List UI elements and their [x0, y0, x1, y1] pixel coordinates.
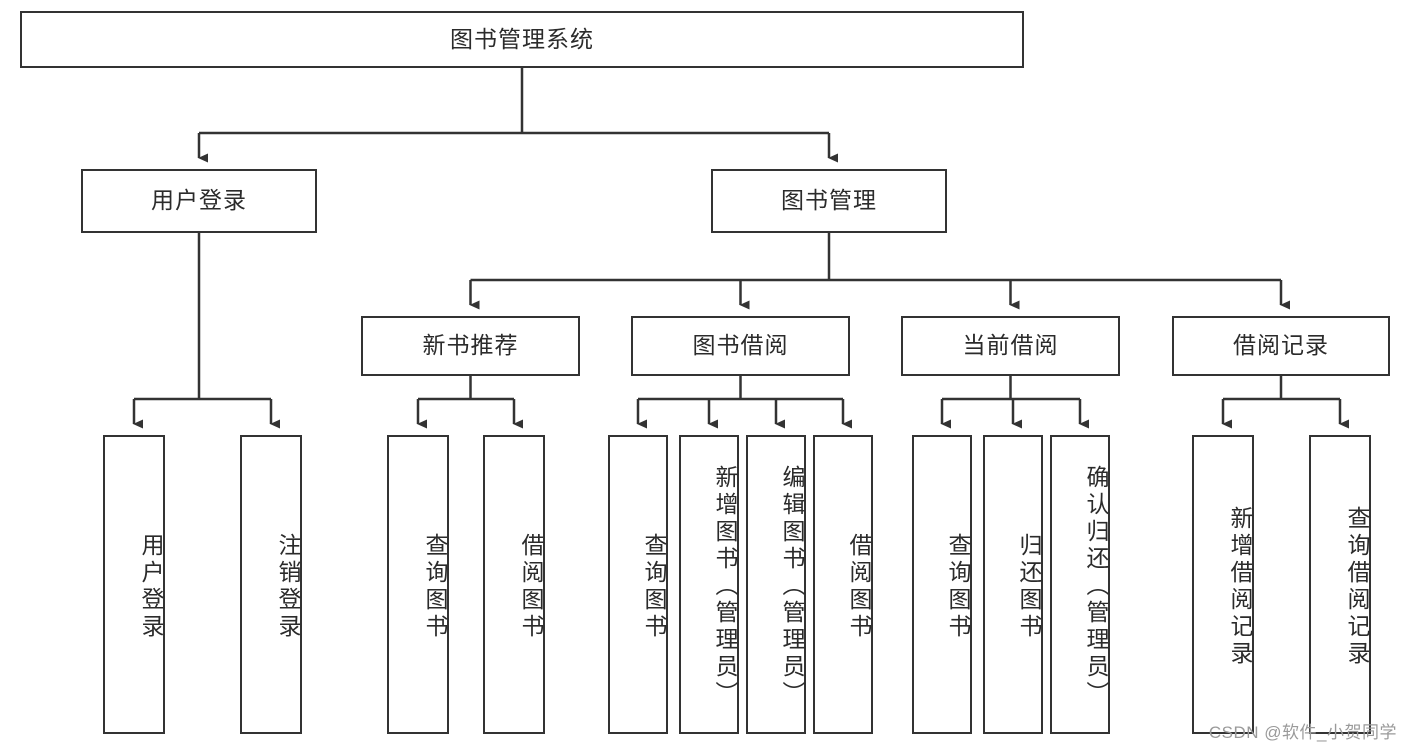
- node-current-borrow[interactable]: 当前借阅: [901, 316, 1120, 376]
- node-book-borrow[interactable]: 图书借阅: [631, 316, 850, 376]
- node-label-leaf-return-book: 归还图书: [1016, 532, 1042, 641]
- node-leaf-query-record[interactable]: 查询借阅记录: [1309, 435, 1371, 734]
- node-label-leaf-borrow-book-1: 借阅图书: [518, 532, 544, 641]
- node-leaf-borrow-book-2[interactable]: 借阅图书: [813, 435, 873, 734]
- node-label-leaf-query-book-1: 查询图书: [422, 532, 448, 641]
- node-label-root: 图书管理系统: [450, 25, 594, 52]
- node-user-login[interactable]: 用户登录: [81, 169, 317, 233]
- node-leaf-query-book-3[interactable]: 查询图书: [912, 435, 972, 734]
- node-label-book-borrow: 图书借阅: [692, 332, 789, 359]
- node-leaf-logout[interactable]: 注销登录: [240, 435, 302, 734]
- node-leaf-borrow-book-1[interactable]: 借阅图书: [483, 435, 545, 734]
- node-label-leaf-add-record: 新增借阅记录: [1227, 505, 1253, 668]
- node-label-leaf-confirm-return: 确认归还（管理员）: [1083, 464, 1109, 708]
- node-label-leaf-query-record: 查询借阅记录: [1344, 505, 1370, 668]
- node-label-leaf-borrow-book-2: 借阅图书: [846, 532, 872, 641]
- node-borrow-record[interactable]: 借阅记录: [1172, 316, 1390, 376]
- node-leaf-edit-book[interactable]: 编辑图书（管理员）: [746, 435, 806, 734]
- watermark-label: CSDN @软件_小贺同学: [1208, 723, 1397, 742]
- node-label-book-manage: 图书管理: [781, 187, 877, 214]
- node-root[interactable]: 图书管理系统: [20, 11, 1024, 68]
- node-leaf-return-book[interactable]: 归还图书: [983, 435, 1043, 734]
- node-label-current-borrow: 当前借阅: [962, 332, 1059, 359]
- node-label-leaf-query-book-3: 查询图书: [945, 532, 971, 641]
- node-label-leaf-query-book-2: 查询图书: [641, 532, 667, 641]
- node-label-leaf-user-login: 用户登录: [138, 532, 164, 641]
- node-label-leaf-edit-book: 编辑图书（管理员）: [779, 464, 805, 708]
- node-leaf-confirm-return[interactable]: 确认归还（管理员）: [1050, 435, 1110, 734]
- node-leaf-user-login[interactable]: 用户登录: [103, 435, 165, 734]
- node-new-book-rec[interactable]: 新书推荐: [361, 316, 580, 376]
- node-leaf-query-book-2[interactable]: 查询图书: [608, 435, 668, 734]
- node-label-new-book-rec: 新书推荐: [422, 332, 519, 359]
- node-leaf-add-record[interactable]: 新增借阅记录: [1192, 435, 1254, 734]
- node-leaf-add-book[interactable]: 新增图书（管理员）: [679, 435, 739, 734]
- node-book-manage[interactable]: 图书管理: [711, 169, 947, 233]
- node-label-leaf-add-book: 新增图书（管理员）: [712, 464, 738, 708]
- node-label-user-login: 用户登录: [151, 187, 247, 214]
- node-leaf-query-book-1[interactable]: 查询图书: [387, 435, 449, 734]
- node-label-borrow-record: 借阅记录: [1233, 332, 1329, 359]
- node-label-leaf-logout: 注销登录: [275, 532, 301, 641]
